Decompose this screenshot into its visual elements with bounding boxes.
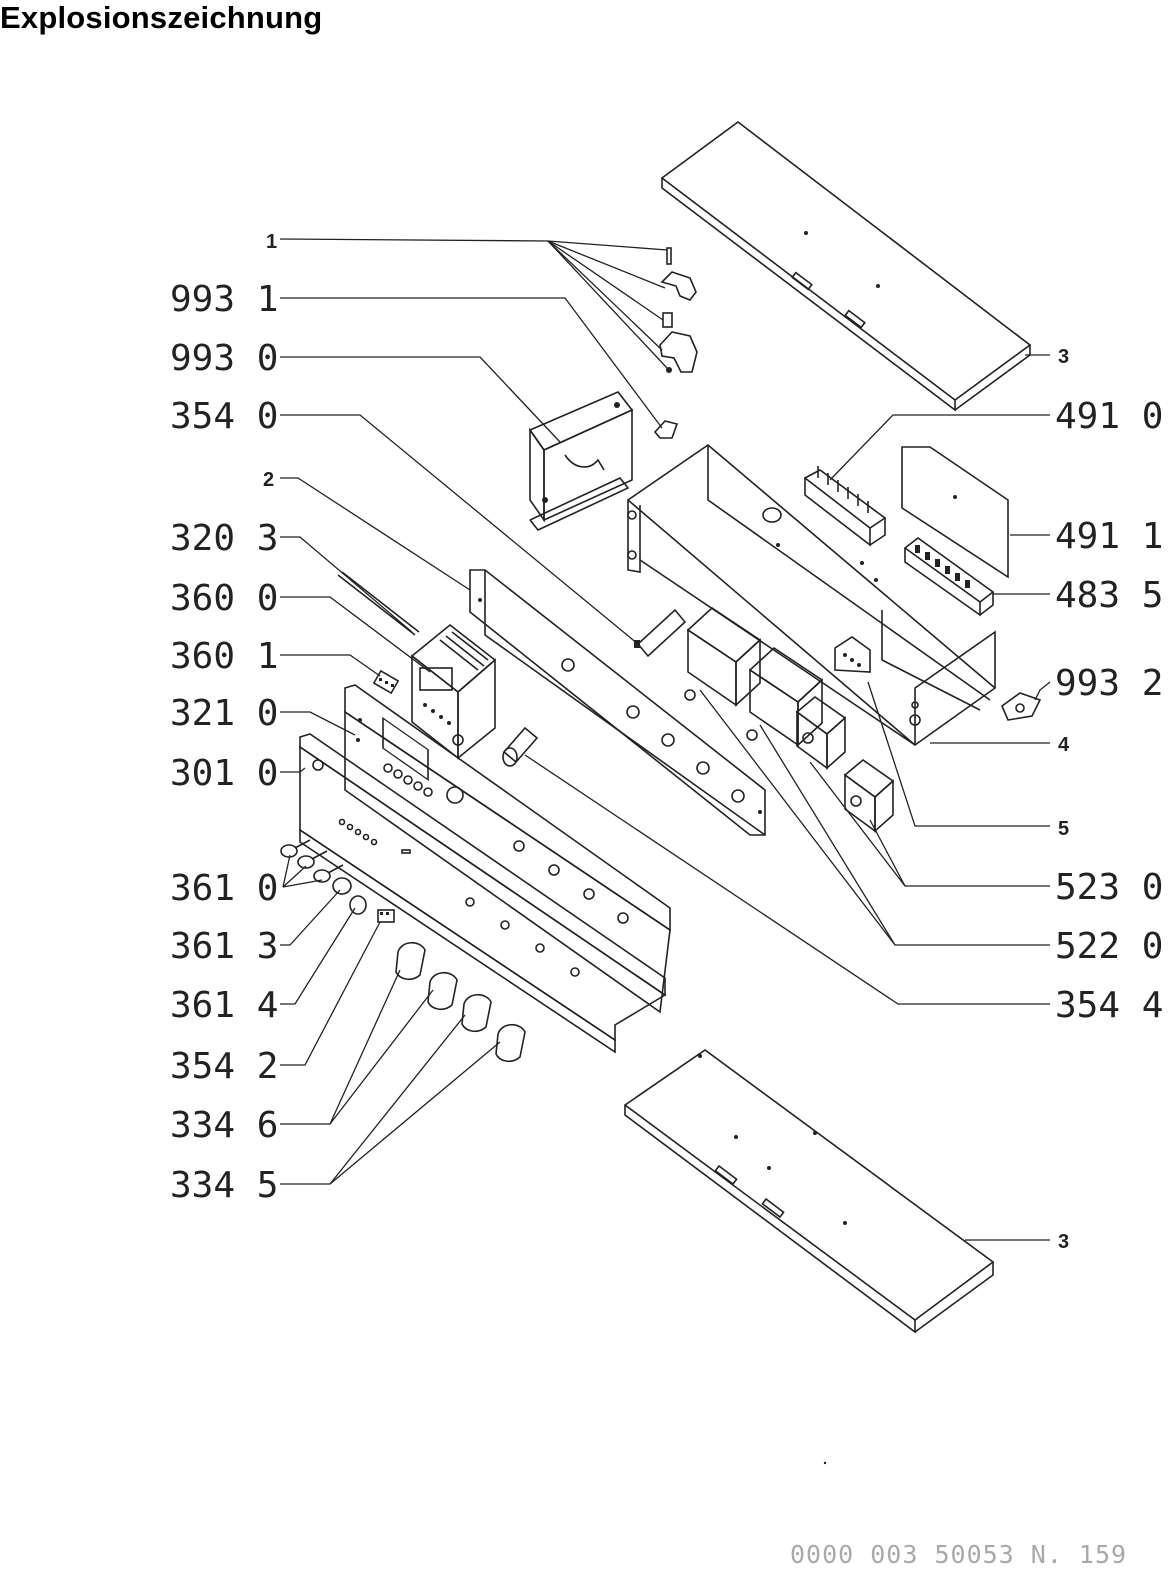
label-part-2: 2: [263, 469, 274, 491]
top-cover-part: [660, 120, 1032, 412]
callout-5220: 522 0: [1055, 926, 1163, 967]
bushing-part: [502, 726, 539, 767]
callout-3346: 334 6: [170, 1105, 278, 1146]
display-frame-part: [344, 684, 671, 1014]
callout-9931: 993 1: [170, 279, 278, 320]
mounting-plate-part: [469, 569, 766, 836]
rod-part: [337, 571, 420, 636]
callout-3010: 301 0: [170, 753, 278, 794]
label-part-3-bottom: 3: [1058, 1231, 1069, 1253]
clip-part: [1001, 692, 1042, 721]
insulation-plate-part: [901, 446, 1009, 579]
connector-part: [372, 669, 400, 695]
callout-3203: 320 3: [170, 518, 278, 559]
callout-3601: 360 1: [170, 636, 278, 677]
switch-part-b: [746, 646, 824, 747]
knob-small-group: [280, 839, 367, 915]
leader-lines: [279, 238, 1051, 1241]
timer-module-part: [410, 623, 497, 760]
callout-3345: 334 5: [170, 1165, 278, 1206]
callout-3540: 354 0: [170, 396, 278, 437]
callout-4835: 483 5: [1055, 575, 1163, 616]
switch-part-a: [684, 606, 762, 707]
small-parts-group: [653, 247, 698, 439]
callout-4910: 491 0: [1055, 396, 1163, 437]
callout-3613: 361 3: [170, 926, 278, 967]
callout-3610: 361 0: [170, 868, 278, 909]
control-panel-part: [299, 733, 667, 1054]
callout-3614: 361 4: [170, 985, 278, 1026]
callout-5230: 523 0: [1055, 867, 1163, 908]
callout-3600: 360 0: [170, 578, 278, 619]
callout-9930: 993 0: [170, 338, 278, 379]
regulator-part-a: [795, 695, 847, 770]
document-number: 0000 003 50053 N. 159: [790, 1540, 1128, 1569]
housing-frame-part: [626, 443, 997, 747]
knob-large-group: [395, 941, 526, 1063]
mounting-bracket-part: [528, 391, 634, 531]
terminal-strip-part: [803, 466, 887, 547]
label-part-1: 1: [266, 231, 277, 253]
callout-3544: 354 4: [1055, 985, 1163, 1026]
callout-3542: 354 2: [170, 1046, 278, 1087]
label-part-3-top: 3: [1058, 346, 1069, 368]
terminal-block-part: [903, 537, 995, 617]
label-part-5: 5: [1058, 818, 1069, 840]
page-title: Explosionszeichnung: [0, 0, 323, 35]
holder-part: [634, 608, 687, 658]
label-part-4: 4: [1058, 734, 1070, 756]
callout-4911: 491 1: [1055, 516, 1163, 557]
bottom-cover-part: [623, 1049, 995, 1334]
callout-9932: 993 2: [1055, 663, 1163, 704]
angle-bracket-part: [834, 636, 871, 673]
regulator-part-b: [843, 758, 895, 833]
callout-3210: 321 0: [170, 693, 278, 734]
plug-connector-part: [377, 909, 395, 923]
